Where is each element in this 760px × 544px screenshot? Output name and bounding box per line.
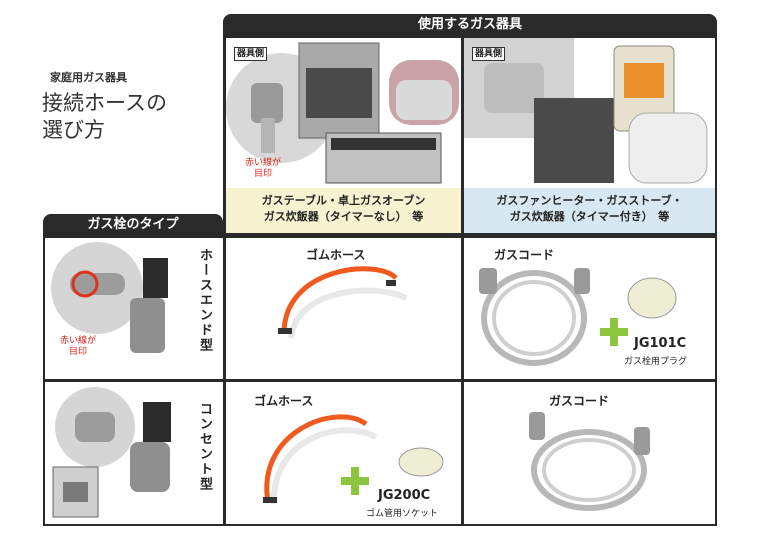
cell-hose-end-gas-cord: ガスコード JG101C ガス栓用プラグ: [464, 238, 715, 379]
page-title-line2: 選び方: [42, 118, 105, 142]
accessory-code-jg101c: JG101C: [634, 336, 687, 351]
plus-icon: [341, 467, 369, 495]
appliance-side-badge: 器具側: [472, 47, 506, 61]
appliance-caption-heater-line2: ガス炊飯器（タイマー付き） 等: [509, 210, 670, 223]
red-line-note-line2: 目印: [253, 169, 272, 179]
accessory-code-jg200c: JG200C: [378, 488, 431, 503]
gas-cord-image: [479, 268, 677, 366]
appliance-caption-table: ガステーブル・卓上ガスオーブン ガス炊飯器（タイマーなし） 等: [226, 188, 461, 233]
appliance-image-table: [226, 42, 459, 184]
appliance-caption-table-line2: ガス炊飯器（タイマーなし） 等: [263, 210, 424, 223]
appliance-cell-heater: 器具側 ガスファンヒーター・ガスストーブ・ ガス炊飯器（タイマー付き） 等: [464, 38, 715, 233]
appliance-caption-table-line1: ガステーブル・卓上ガスオーブン: [261, 194, 426, 207]
valve-cell-outlet: コンセント型: [45, 382, 223, 524]
valve-cell-hose-end: 赤い線が 目印 ホースエンド型: [45, 238, 223, 379]
rubber-hose-image: [263, 414, 444, 505]
plus-icon: [600, 318, 628, 346]
appliance-side-badge: 器具側: [234, 47, 268, 61]
product-label-rubber-hose: ゴムホース: [306, 248, 366, 262]
red-line-note-line2: 目印: [68, 347, 87, 357]
gas-cord-image: [529, 412, 650, 511]
cell-outlet-rubber: ゴムホース JG200C ゴム管用ソケット: [226, 382, 461, 524]
red-line-note-line1: 赤い線が: [244, 158, 281, 168]
product-label-gas-cord: ガスコード: [549, 394, 610, 408]
valve-image-hose-end: [51, 242, 168, 353]
rubber-hose-image: [278, 266, 408, 339]
valve-image-outlet: [52, 387, 171, 518]
product-label-rubber-hose: ゴムホース: [254, 394, 314, 408]
accessory-desc-jg101c: ガス栓用プラグ: [624, 357, 688, 367]
appliance-caption-heater: ガスファンヒーター・ガスストーブ・ ガス炊飯器（タイマー付き） 等: [464, 188, 715, 233]
product-label-gas-cord: ガスコード: [494, 248, 555, 262]
cell-hose-end-rubber: ゴムホース: [226, 238, 461, 379]
accessory-desc-jg200c: ゴム管用ソケット: [366, 509, 439, 519]
appliance-caption-heater-line1: ガスファンヒーター・ガスストーブ・: [496, 194, 683, 207]
appliance-cell-table: 器具側 赤い線が 目印 ガステーブル・卓上ガスオーブン ガス炊飯器（タイマーなし…: [226, 38, 461, 233]
section-subtitle: 家庭用ガス器具: [50, 71, 127, 84]
page-title-line1: 接続ホースの: [42, 91, 167, 115]
valve-type-label-hose-end: ホースエンド型: [197, 248, 212, 353]
page-title: 接続ホースの 選び方: [42, 90, 167, 144]
red-line-note: 赤い線が 目印: [238, 158, 288, 180]
valve-type-label-outlet: コンセント型: [197, 402, 212, 492]
cell-outlet-gas-cord: ガスコード: [464, 382, 715, 524]
valve-type-header: ガス栓のタイプ: [43, 214, 223, 236]
appliances-header: 使用するガス器具: [223, 14, 717, 36]
red-line-note: 赤い線が 目印: [53, 336, 103, 358]
red-line-note-line1: 赤い線が: [59, 336, 96, 346]
